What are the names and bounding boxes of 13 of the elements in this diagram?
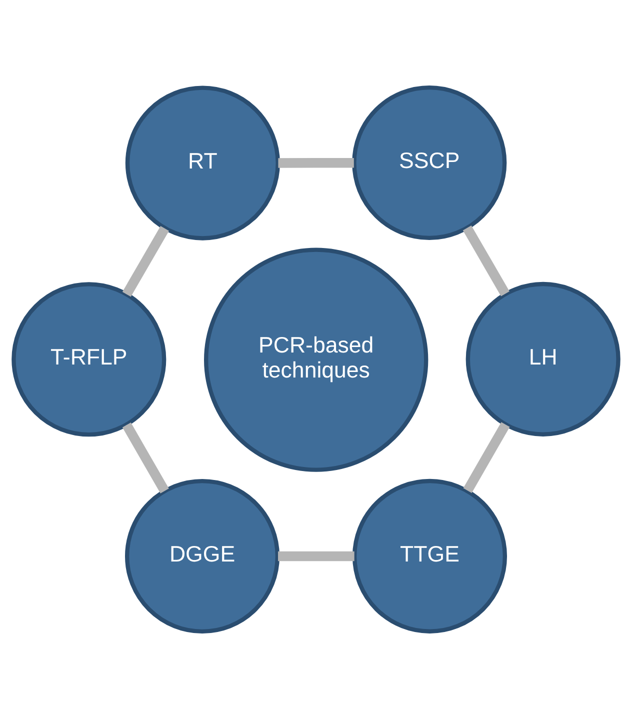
connector [463,422,510,494]
node-circle: TTGE [352,478,508,634]
connector [122,422,169,494]
node-circle: PCR-based techniques [204,248,428,472]
connector [278,551,354,562]
node-circle: DGGE [125,478,280,634]
node-circle: T-RFLP [12,282,166,437]
node-circle: SSCP [352,85,507,240]
connector [462,225,510,296]
node-circle: RT [125,86,280,240]
connector [278,158,354,168]
node-circle: LH [466,282,620,436]
connector [122,226,170,297]
